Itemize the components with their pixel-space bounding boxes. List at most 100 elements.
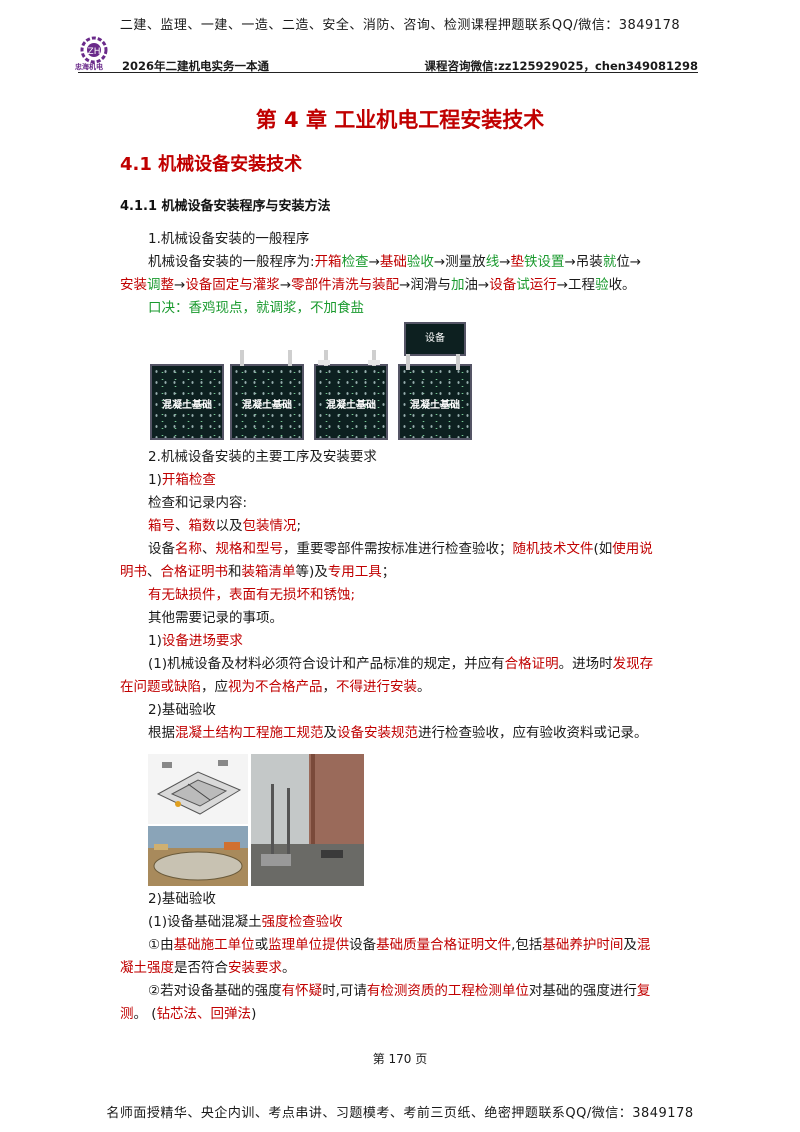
para-heading-1: 1.机械设备安装的一般程序 [148,231,310,247]
text-run: 、 [147,564,161,580]
text-run: ； [381,564,396,580]
text-run: 设备安装规范 [337,725,418,741]
text-run: 强度检查验收 [261,914,343,930]
text-run: 。 ( [133,1006,157,1022]
text-run: 是否符合 [174,960,228,976]
para-equip-name-line2: 明书、合格证明书和装箱清单等)及专用工具； [120,561,680,584]
text-run: 对基础的强度进行 [528,983,637,999]
text-run: 等)及 [295,564,328,580]
para-other: 其他需要记录的事项。 [148,610,283,626]
text-run: → [279,277,292,293]
text-run: 箱数 [188,518,216,534]
text-run: (1)设备基础混凝土 [148,914,262,930]
block-label: 混凝土基础 [410,400,460,411]
text-run: 合格证明 [504,656,559,672]
para-strength-1-line2: 凝土强度是否符合安装要求。 [120,957,680,980]
para-entry-heading: 1)设备进场要求 [120,630,680,653]
text-run: 有检测资质的工程检测单位 [366,983,529,999]
text-run: 复 [636,983,651,999]
text-run: 有怀疑 [281,983,323,999]
text-run: 试 [516,277,530,293]
text-run: 和 [228,564,242,580]
text-run: 混 [636,937,651,953]
page-header: ZH 忠海机电 2026年二建机电实务一本通 课程咨询微信:zz12592902… [75,36,698,73]
text-run: 监理单位提供 [268,937,350,953]
equipment-box: 设备 [404,322,466,356]
para-procedure-line2: 安装调整→设备固定与灌浆→零部件清洗与装配→润滑与加油→设备试运行→工程验收。 [120,274,680,297]
book-title: 2026年二建机电实务一本通 [122,59,270,73]
text-run: 安装要求 [228,960,282,976]
foundation-photos [148,754,364,886]
anchor-bolt [240,350,244,366]
text-run: 调 [147,277,161,293]
text-run: 零部件清洗与装配 [291,277,400,293]
formwork-drawing [148,754,248,824]
text-run: 随机技术文件 [512,541,594,557]
text-run: 进行检查验收，应有验收资料或记录。 [418,725,648,741]
text-run: 设备 [148,541,175,557]
foundation-block: 混凝土基础 [398,364,472,440]
text-run: 规格和型号 [215,541,284,557]
circular-foundation-photo [148,826,248,886]
text-run: 检查 [341,254,369,270]
text-run: →润滑与 [399,277,451,293]
text-run: 或 [254,937,269,953]
subsection-title: 4.1.1 机械设备安装程序与安装方法 [120,199,331,214]
chapter-title: 第 4 章 工业机电工程安装技术 [255,108,545,132]
text-run: ，重要零部件需按标准进行检查验收； [283,541,513,557]
page-number: 第 170 页 [372,1052,428,1066]
text-run: ， [322,679,337,695]
text-run: →吊装 [564,254,603,270]
text-run: 包装情况 [242,518,297,534]
para-procedure-line1: 机械设备安装的一般程序为:开箱检查→基础验收→测量放线→垫铁设置→吊装就位→ [120,251,680,274]
top-banner: 二建、监理、一建、一造、二造、安全、消防、咨询、检测课程押题联系QQ/微信：38… [119,18,681,33]
anchor-bolt [406,354,410,370]
text-run: 设备 [349,937,377,953]
text-run: (1)机械设备及材料必须符合设计和产品标准的规定，并应有 [148,656,505,672]
text-run: 。进场时 [558,656,613,672]
svg-text:ZH: ZH [88,47,101,57]
para-box-number: 箱号、箱数以及包装情况; [120,515,680,538]
logo-text: 忠海机电 [75,63,103,71]
para-strength-2-line1: ②若对设备基础的强度有怀疑时,可请有检测资质的工程检测单位对基础的强度进行复 [120,980,680,1003]
foundation-block: 混凝土基础 [150,364,224,440]
anchor-bolt [456,354,460,370]
text-run: 合格证明书 [160,564,229,580]
text-run: 验收 [406,254,434,270]
text-run: 设备固定与灌浆 [185,277,280,293]
para-foundation-spec: 根据混凝土结构工程施工规范及设备安装规范进行检查验收，应有验收资料或记录。 [120,722,680,745]
text-run: 名称 [175,541,202,557]
text-run: 、 [202,541,216,557]
text-run: 不得进行安装 [336,679,417,695]
text-run: ,包括 [511,937,543,953]
mnemonic: 口决：香鸡现点，就调浆，不加食盐 [148,300,364,316]
text-run: 加 [450,277,465,293]
para-strength-2-line2: 测。 (钻芯法、回弹法) [120,1003,680,1026]
para-heading-2: 2.机械设备安装的主要工序及安装要求 [148,449,377,465]
text-run: 在问题或缺陷 [120,679,201,695]
text-run: 。 [417,679,431,695]
text-run: →工程 [556,277,596,293]
text-run: 基础质量合格证明文件 [376,937,512,953]
block-label: 混凝土基础 [242,400,292,411]
para-strength-heading: (1)设备基础混凝土强度检查验收 [120,911,680,934]
text-run: 开箱 [314,254,342,270]
text-run: 铁设置 [524,254,565,270]
text-run: → [499,254,511,270]
text-run: 设备 [489,277,517,293]
text-run: 明书 [120,564,147,580]
shim-plate [318,360,330,365]
text-run: ，应 [201,679,228,695]
tank-foundation-photo [251,754,364,886]
para-foundation-heading: 2)基础验收 [148,702,216,718]
text-run: 基础养护时间 [542,937,624,953]
text-run: 线 [485,254,500,270]
para-open-inspect: 1)开箱检查 [120,469,680,492]
foundation-block: 混凝土基础 [230,364,304,440]
block-label: 混凝土基础 [162,400,212,411]
text-run: 专用工具 [327,564,382,580]
text-run: 。 [282,960,296,976]
text-run: → [174,277,186,293]
shim-plate [368,360,380,365]
text-run: 使用说 [612,541,653,557]
